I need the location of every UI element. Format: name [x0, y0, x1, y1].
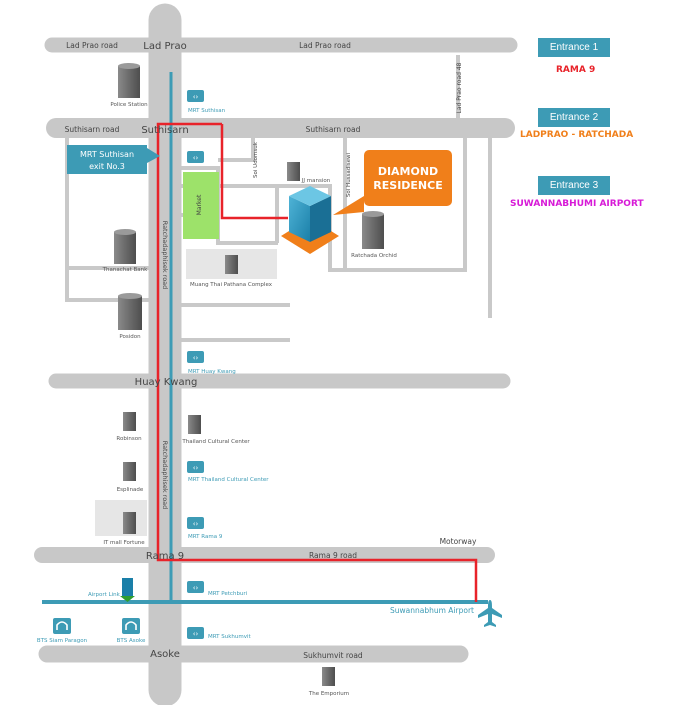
diamond-title-line1: DIAMOND — [378, 165, 438, 178]
suthisarn-junction-label: Suthisarn — [141, 125, 188, 136]
mrt-station-icon: ‹› — [187, 151, 204, 163]
building-icon — [123, 512, 136, 534]
diamond-residence-building — [281, 186, 339, 254]
svg-text:‹›: ‹› — [193, 354, 199, 362]
police-station-label: Police Station — [110, 102, 148, 108]
entrance-2-button: Entrance 2 — [538, 108, 610, 127]
route-to-diamond — [220, 124, 288, 220]
esplanade-label: Esplinade — [117, 487, 144, 493]
soi-hussadisewi-label: Soi Hussadisewi — [346, 152, 352, 197]
motorway-label: Motorway — [440, 537, 477, 546]
posidon-label: Posidon — [119, 334, 141, 340]
mrt-suthisan-label: MRT Suthisan — [188, 108, 226, 114]
lad-prao-48-label: Lad Prao road 48 — [456, 62, 463, 113]
it-mall-label: IT mall Fortune — [103, 540, 145, 546]
bts-station-icon — [53, 618, 71, 634]
lad-prao-road-right-label: Lad Prao road — [299, 41, 351, 50]
mrt-rama9-label: MRT Rama 9 — [188, 534, 223, 540]
mrt-sukhumvit-label: MRT Sukhumvit — [208, 634, 252, 640]
suthisarn-road-right-label: Suthisarn road — [306, 125, 361, 134]
lad-prao-road-left-label: Lad Prao road — [66, 41, 118, 50]
airport-link-label: Airport Link — [88, 592, 121, 598]
mrt-exit-line1: MRT Suthisan — [80, 150, 134, 159]
svg-text:‹›: ‹› — [193, 154, 199, 162]
building-icon — [322, 667, 335, 686]
mrt-station-icon: ‹› — [187, 351, 204, 363]
airplane-icon — [478, 600, 502, 627]
market-label: Market — [196, 194, 203, 215]
mrt-exit-line2: exit No.3 — [89, 162, 125, 171]
mrt-station-icon: ‹› — [187, 461, 204, 473]
thanachat-bank-label: Thanachat Bank — [102, 267, 148, 273]
building-icon — [287, 162, 300, 181]
diamond-title-line2: RESIDENCE — [373, 179, 442, 192]
building-icon — [123, 462, 136, 481]
mrt-station-icon: ‹› — [187, 581, 204, 593]
suthisarn-road-left-label: Suthisarn road — [65, 125, 120, 134]
mrt-exit-callout: MRT Suthisan exit No.3 — [67, 145, 160, 174]
route-main — [156, 122, 478, 602]
ratchada-orchid-label: Ratchada Orchid — [351, 253, 397, 259]
rama9-junction-label: Rama 9 — [146, 551, 184, 562]
building-icon — [114, 229, 136, 264]
entrance-3-button: Entrance 3 — [538, 176, 610, 195]
jj-mansion-label: JJ mansion — [301, 178, 331, 184]
svg-text:‹›: ‹› — [193, 584, 199, 592]
ratchadaphisek-upper-label: Ratchadaphisek road — [161, 221, 169, 290]
robinson-label: Robinson — [116, 436, 142, 442]
entrance-1-button: Entrance 1 — [538, 38, 610, 57]
lad-prao-junction-label: Lad Prao — [143, 41, 186, 52]
mrt-tcc-label: MRT Thailand Cultural Center — [188, 477, 269, 483]
it-mall-block — [95, 500, 147, 536]
building-icon — [225, 255, 238, 274]
muang-thai-label: Muang Thai Pathana Complex — [190, 282, 273, 288]
diamond-callout: DIAMOND RESIDENCE — [333, 150, 452, 215]
bts-asoke-label: BTS Asoke — [117, 638, 146, 644]
mrt-station-icon: ‹› — [187, 90, 204, 102]
bts-siam-paragon-label: BTS Siam Paragon — [37, 638, 88, 644]
svg-text:‹›: ‹› — [193, 520, 199, 528]
building-icon — [123, 412, 136, 431]
building-icon — [118, 63, 140, 98]
rama9-road-label: Rama 9 road — [309, 551, 357, 560]
ratchadaphisek-lower-label: Ratchadaphisek road — [161, 441, 169, 510]
suvarnabhumi-label: Suwannabhum Airport — [390, 606, 474, 615]
building-icon — [118, 293, 142, 330]
bts-station-icon — [122, 618, 140, 634]
mrt-petchburi-label: MRT Petchburi — [208, 591, 248, 597]
mrt-huay-kwang-label: MRT Huay Kwang — [188, 369, 236, 375]
svg-text:‹›: ‹› — [193, 464, 199, 472]
svg-text:‹›: ‹› — [193, 630, 199, 638]
mrt-station-icon: ‹› — [187, 517, 204, 529]
market-block — [183, 172, 219, 239]
building-icon — [362, 211, 384, 249]
entrance-3-label: SUWANNABHUMI AIRPORT — [510, 199, 644, 209]
sukhumvit-road-label: Sukhumvit road — [303, 651, 363, 660]
entrance-1-label: RAMA 9 — [556, 65, 596, 75]
asoke-junction-label: Asoke — [150, 649, 180, 660]
emporium-label: The Emporium — [308, 691, 349, 697]
svg-text:‹›: ‹› — [193, 93, 199, 101]
thailand-cultural-center-label: Thailand Cultural Center — [181, 439, 250, 445]
mrt-station-icon: ‹› — [187, 627, 204, 639]
huay-kwang-junction-label: Huay Kwang — [135, 377, 198, 388]
building-icon — [188, 415, 201, 434]
entrance-2-label: LADPRAO - RATCHADA — [520, 130, 634, 140]
airport-link-icon — [120, 578, 135, 602]
soi-udomsuk-label: Soi Udomsuk — [253, 141, 259, 178]
major-roads — [34, 3, 518, 705]
